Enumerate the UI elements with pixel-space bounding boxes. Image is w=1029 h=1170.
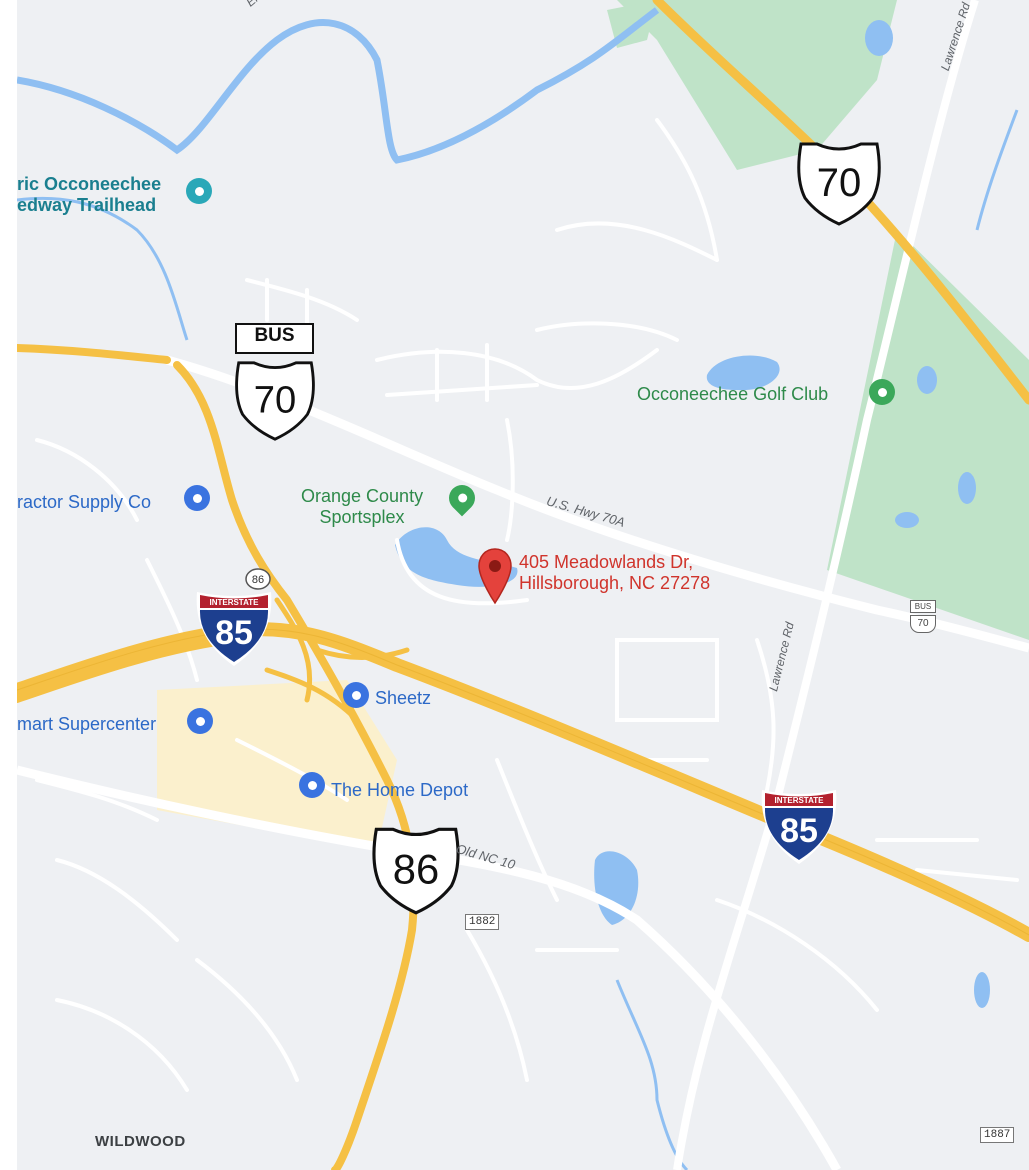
us-70a-road — [165, 355, 1029, 653]
bus-small-label: BUS — [910, 600, 936, 613]
selected-place-address[interactable]: 405 Meadowlands Dr, Hillsborough, NC 272… — [519, 552, 710, 593]
bus-70-banner: BUS — [235, 323, 314, 354]
gas-station-icon[interactable] — [343, 682, 369, 708]
pond-golf-3 — [895, 512, 919, 528]
poi-walmart[interactable]: mart Supercenter — [17, 714, 157, 734]
park-area-top — [617, 0, 897, 170]
golf-pond — [706, 355, 780, 391]
bus-70-number: 70 — [254, 378, 296, 421]
bus-70-small-sign: BUS 70 — [910, 600, 936, 640]
poi-tractor-supply[interactable]: ractor Supply Co — [17, 492, 152, 512]
us-70-shield-top: 70 — [797, 142, 881, 226]
nc-86-small-shield: 86 — [245, 568, 271, 590]
golf-icon[interactable] — [869, 379, 895, 405]
stream-right — [975, 109, 1019, 231]
bus-small-number: 70 — [910, 615, 936, 633]
poi-sportsplex[interactable]: Orange County Sportsplex — [301, 486, 423, 527]
pond-east — [974, 972, 990, 1008]
poi-trailhead[interactable]: ric Occoneechee edway Trailhead — [17, 174, 161, 215]
river-top — [17, 7, 660, 164]
county-road-1887: 1887 — [980, 1127, 1015, 1143]
pond-top-right — [865, 20, 893, 56]
map-base-layer — [17, 0, 1029, 1170]
poi-sportsplex-line1: Orange County — [301, 486, 424, 506]
golf-course-area — [827, 230, 1029, 640]
poi-trailhead-line2: edway Trailhead — [17, 194, 157, 215]
us-86-shield-large: 86 — [372, 827, 460, 915]
i-85-left-number: 85 — [215, 614, 253, 652]
bus-70-shield: 70 — [235, 361, 315, 441]
pond-golf-1 — [917, 366, 937, 394]
poi-golf-club[interactable]: Occoneechee Golf Club — [637, 384, 829, 404]
castle-icon[interactable] — [186, 178, 212, 204]
nc-86-small-number: 86 — [252, 574, 264, 586]
shopping-bag-icon[interactable] — [184, 485, 210, 511]
county-road-1882: 1882 — [465, 914, 500, 930]
us-70-top-number: 70 — [817, 161, 862, 205]
i-85-shield-left: INTERSTATE 85 — [196, 592, 272, 666]
shopping-center-area — [157, 680, 397, 850]
i-85-right-number: 85 — [780, 812, 818, 850]
map-canvas[interactable]: 70 BUS 70 86 INTERSTATE 85 INTERSTATE 85… — [17, 0, 1029, 1170]
local-roads — [35, 118, 1019, 1092]
poi-sheetz[interactable]: Sheetz — [375, 688, 432, 708]
selected-place-line2: Hillsborough, NC 27278 — [519, 572, 711, 593]
poi-home-depot[interactable]: The Home Depot — [331, 780, 469, 800]
i-85-left-banner: INTERSTATE — [209, 598, 259, 607]
selected-location-pin-icon[interactable] — [477, 547, 513, 605]
pond-golf-2 — [958, 472, 976, 504]
poi-trailhead-line1: ric Occoneechee — [17, 174, 162, 194]
lawrence-road — [673, 0, 979, 1170]
bus-label-text: BUS — [254, 325, 295, 346]
selected-place-line1: 405 Meadowlands Dr, — [519, 552, 694, 572]
shopping-bag-icon[interactable] — [187, 708, 213, 734]
poi-sportsplex-line2: Sportsplex — [319, 506, 405, 527]
shopping-bag-icon[interactable] — [299, 772, 325, 798]
stream-bottom — [615, 979, 689, 1170]
i-85-shield-right: INTERSTATE 85 — [761, 790, 837, 864]
stream-left — [17, 196, 189, 341]
wildwood-area-label: WILDWOOD — [95, 1133, 186, 1150]
i-85-right-banner: INTERSTATE — [774, 796, 824, 805]
old-nc-10-road — [17, 765, 841, 1170]
us-86-large-number: 86 — [393, 846, 439, 893]
